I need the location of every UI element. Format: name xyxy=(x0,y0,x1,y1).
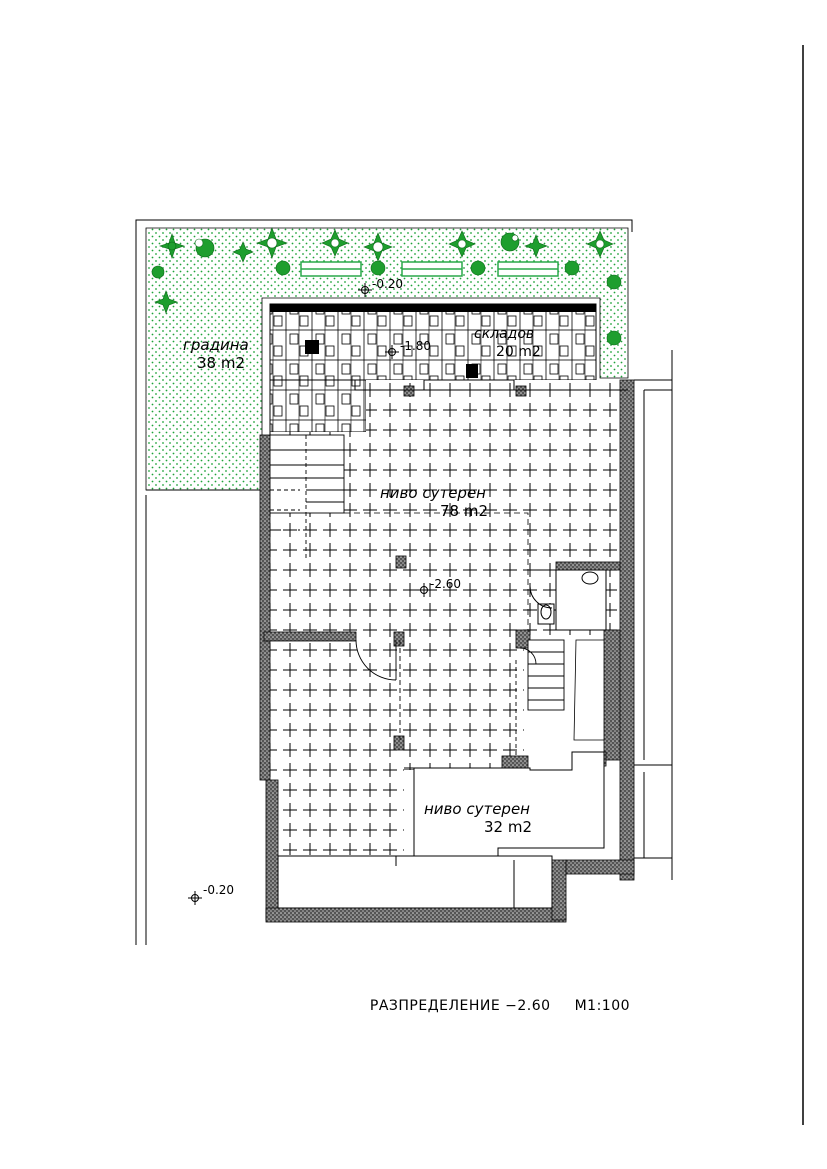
plant-icon xyxy=(448,230,476,258)
plant-icon xyxy=(500,232,520,252)
storage-name-label: складов xyxy=(474,326,534,342)
garden-area-label: 38 m2 xyxy=(197,354,245,372)
storage-area-label: 20 m2 xyxy=(496,344,541,360)
wall-column xyxy=(395,555,407,569)
plants xyxy=(151,227,622,346)
storage-level-label: -1.80 xyxy=(400,339,431,353)
wall-left xyxy=(259,434,271,781)
plant-icon xyxy=(256,227,288,259)
outside-level-label: -0.20 xyxy=(203,883,234,897)
wall-interior-1 xyxy=(263,631,357,642)
staircase-left xyxy=(269,434,345,560)
wall-bottom xyxy=(265,907,567,923)
plant-icon xyxy=(564,260,580,276)
dashed-projection xyxy=(344,512,529,632)
wall-column xyxy=(515,385,527,397)
top-level-label: -0.20 xyxy=(372,277,403,291)
main-level-label: -2.60 xyxy=(430,577,461,591)
garden-name-label: градина xyxy=(183,336,249,354)
bottom-terrace xyxy=(277,855,553,909)
shelter-column xyxy=(466,364,478,378)
drawing-title-block: РАЗПРЕДЕЛЕНИЕ −2.60 M1:100 xyxy=(360,982,654,1014)
plant-icon xyxy=(606,330,622,346)
main-floor xyxy=(264,380,628,855)
wall-interior-5 xyxy=(393,735,405,751)
wc xyxy=(529,569,607,631)
site-boundary xyxy=(135,219,633,945)
wall-column xyxy=(501,755,529,769)
wall-column xyxy=(403,385,415,397)
wall-interior-4 xyxy=(393,631,405,647)
level-marker-icon xyxy=(417,583,431,597)
plant-icon xyxy=(154,290,178,314)
plant-icon xyxy=(524,234,548,258)
plant-icon xyxy=(232,241,254,263)
exterior-lines xyxy=(634,350,673,880)
level-markers xyxy=(188,283,431,905)
level-marker-icon xyxy=(358,283,372,297)
plant-icon xyxy=(159,233,185,259)
plant-icon xyxy=(275,260,291,276)
shelter-bottom-edge xyxy=(354,379,628,391)
lower-room xyxy=(404,639,605,857)
main-room-area-label: 78 m2 xyxy=(440,502,488,520)
door-swings xyxy=(355,639,537,740)
shelter-column xyxy=(305,340,319,354)
level-marker-icon xyxy=(188,891,202,905)
staircase-right xyxy=(515,639,565,756)
benches xyxy=(300,261,559,277)
wall-bottom-right xyxy=(551,859,567,921)
lower-room-name-label: ниво сутерен xyxy=(424,800,530,818)
storage-room xyxy=(269,303,597,433)
plant-icon xyxy=(321,229,349,257)
plant-icon xyxy=(606,274,622,290)
level-marker-icon xyxy=(385,345,399,359)
drawing-title: РАЗПРЕДЕЛЕНИЕ −2.60 xyxy=(369,998,551,1014)
lower-room-area-label: 32 m2 xyxy=(484,818,532,836)
wall-interior-2 xyxy=(603,629,621,761)
wall-right-outer xyxy=(619,379,635,881)
plant-icon xyxy=(151,265,165,279)
plant-icon xyxy=(470,260,486,276)
plant-icon xyxy=(586,230,614,258)
wall-interior-7 xyxy=(555,561,621,571)
plant-icon xyxy=(194,238,215,258)
wall-right-lower xyxy=(565,859,635,875)
sink-icon xyxy=(581,571,599,585)
main-room-name-label: ниво сутерен xyxy=(380,484,486,502)
drawing-scale: M1:100 xyxy=(574,998,631,1014)
plant-icon xyxy=(370,260,386,276)
wall-left-lower xyxy=(265,779,279,921)
